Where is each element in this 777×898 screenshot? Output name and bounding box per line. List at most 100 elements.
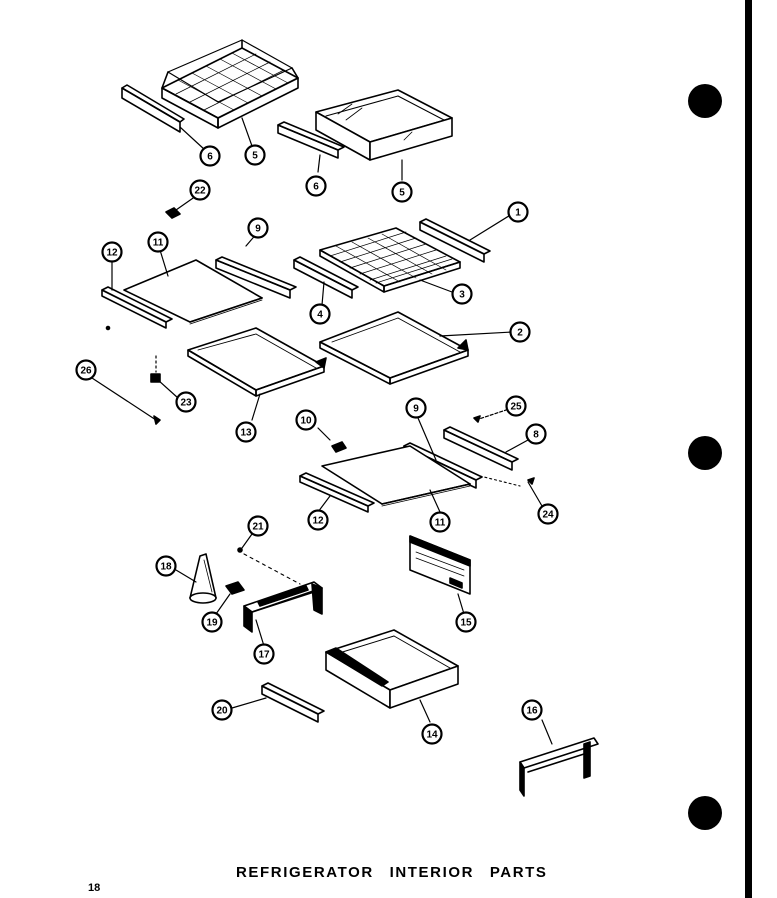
callout-number: 26 xyxy=(80,366,92,377)
callout-circle xyxy=(189,179,211,201)
callout-circle xyxy=(309,303,331,325)
callout-circle xyxy=(537,503,559,525)
callout-number: 9 xyxy=(255,224,261,235)
punch-hole-bottom xyxy=(688,796,722,830)
callout-number: 14 xyxy=(426,730,438,741)
callout-circle xyxy=(505,395,527,417)
callout-17: 17 xyxy=(253,643,275,665)
callout-circle xyxy=(429,511,451,533)
callout-number: 6 xyxy=(313,182,319,193)
callout-22: 22 xyxy=(189,179,211,201)
callout-circle xyxy=(253,643,275,665)
part-glass-shelf-11-upper xyxy=(123,249,263,325)
callout-circle xyxy=(507,201,529,223)
callout-9: 9 xyxy=(247,217,269,239)
callout-circle xyxy=(101,241,123,263)
callout-5: 5 xyxy=(391,181,413,203)
part-shelf-frame-13 xyxy=(187,327,327,421)
callout-20: 20 xyxy=(211,699,233,721)
callout-circle xyxy=(75,359,97,381)
part-crisper-pan-14 xyxy=(325,629,459,723)
callout-circle xyxy=(199,145,221,167)
callout-number: 24 xyxy=(542,510,554,521)
punch-hole-top xyxy=(688,84,722,118)
part-trim-12-upper xyxy=(101,261,173,329)
callout-10: 10 xyxy=(295,409,317,431)
callout-number: 21 xyxy=(252,522,264,533)
part-clip-22 xyxy=(165,195,197,219)
part-crisper-pan-5 xyxy=(315,89,453,181)
callout-19: 19 xyxy=(201,611,223,633)
callout-6: 6 xyxy=(199,145,221,167)
page-number: 18 xyxy=(88,882,101,894)
punch-hole-middle xyxy=(688,436,722,470)
callout-number: 3 xyxy=(459,290,465,301)
callout-25: 25 xyxy=(505,395,527,417)
part-bracket-16 xyxy=(519,719,599,797)
callout-circle xyxy=(455,611,477,633)
callout-3: 3 xyxy=(451,283,473,305)
callout-circle xyxy=(175,391,197,413)
callout-number: 13 xyxy=(240,428,252,439)
callout-11: 11 xyxy=(429,511,451,533)
callout-number: 25 xyxy=(510,402,522,413)
part-rail-6-left xyxy=(121,84,206,151)
callout-number: 23 xyxy=(180,398,192,409)
part-glass-shelf-11-lower xyxy=(321,445,471,513)
callout-number: 4 xyxy=(317,310,323,321)
callout-number: 19 xyxy=(206,618,218,629)
callout-circle xyxy=(307,509,329,531)
part-rail-4 xyxy=(293,256,359,306)
callout-26: 26 xyxy=(75,359,97,381)
callout-number: 16 xyxy=(526,706,538,717)
callout-circle xyxy=(421,723,443,745)
callout-number: 20 xyxy=(216,706,228,717)
part-screw-24 xyxy=(479,475,543,507)
callout-number: 9 xyxy=(413,404,419,415)
part-rail-1 xyxy=(419,213,513,263)
callout-circle xyxy=(391,181,413,203)
callout-14: 14 xyxy=(421,723,443,745)
callout-number: 8 xyxy=(533,430,539,441)
callout-23: 23 xyxy=(175,391,197,413)
part-rail-20 xyxy=(231,682,325,723)
part-fastener-23 xyxy=(150,355,179,399)
callout-21: 21 xyxy=(247,515,269,537)
callout-number: 18 xyxy=(160,562,172,573)
callout-circle xyxy=(509,321,531,343)
callout-number: 2 xyxy=(517,328,523,339)
callout-12: 12 xyxy=(307,509,329,531)
part-screw-21 xyxy=(237,533,301,585)
callout-circle xyxy=(295,409,317,431)
callout-9: 9 xyxy=(405,397,427,419)
callout-16: 16 xyxy=(521,699,543,721)
part-trim-12-lower xyxy=(299,472,375,513)
part-rail-8 xyxy=(443,426,529,471)
callout-circle xyxy=(405,397,427,419)
part-bracket-19 xyxy=(215,581,245,615)
callout-number: 1 xyxy=(515,208,521,219)
page-edge-bar xyxy=(745,0,752,898)
callout-number: 15 xyxy=(460,618,472,629)
callout-4: 4 xyxy=(309,303,331,325)
callout-13: 13 xyxy=(235,421,257,443)
callout-number: 11 xyxy=(435,518,446,529)
callout-circle xyxy=(247,217,269,239)
callout-2: 2 xyxy=(509,321,531,343)
part-cone-18 xyxy=(175,553,217,604)
parts-diagram: 6565221911123422623131092582412112118191… xyxy=(75,39,599,797)
callout-number: 6 xyxy=(207,152,213,163)
part-support-frame-17 xyxy=(243,581,323,647)
callout-number: 12 xyxy=(106,248,118,259)
part-wire-shelf-3 xyxy=(319,227,461,293)
callout-circle xyxy=(525,423,547,445)
callout-circle xyxy=(211,699,233,721)
callout-11: 11 xyxy=(147,231,169,253)
callout-15: 15 xyxy=(455,611,477,633)
part-shelf-frame-2 xyxy=(319,311,513,385)
callout-circle xyxy=(201,611,223,633)
callout-number: 5 xyxy=(252,151,258,162)
diagram-title: REFRIGERATOR INTERIOR PARTS xyxy=(236,864,548,881)
callout-1: 1 xyxy=(507,201,529,223)
